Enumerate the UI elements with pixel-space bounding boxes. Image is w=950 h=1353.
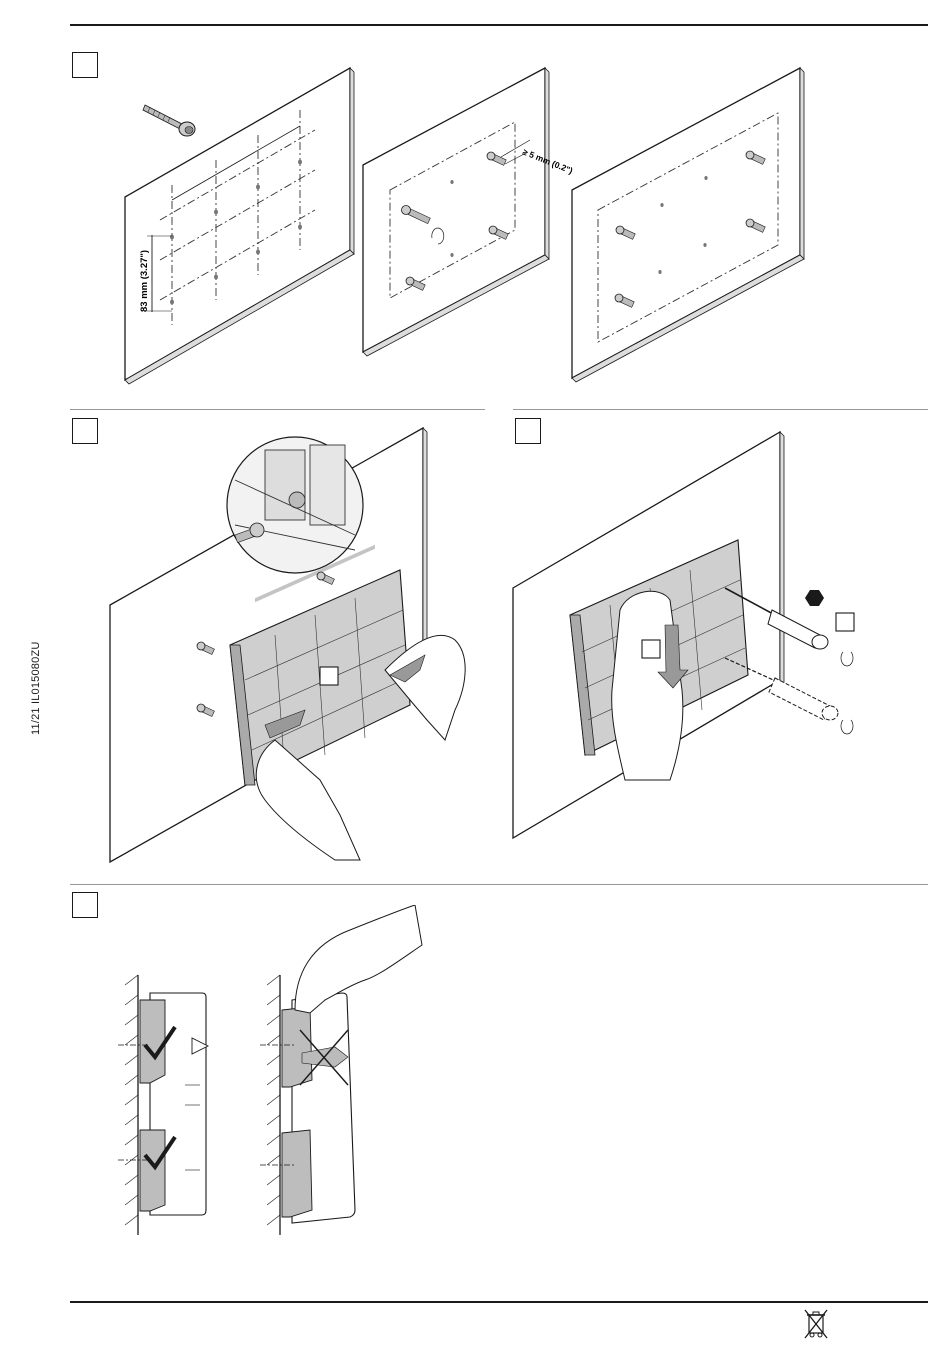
panel-screws-inserted: ≥ 5 mm (0.2") (363, 68, 574, 356)
divider-right-middle (513, 409, 928, 410)
hand-icon-lifting (295, 905, 422, 1013)
detail-magnifier (227, 437, 363, 573)
rotate-arrow-icon (841, 652, 853, 666)
step2-sub-box (320, 667, 338, 685)
step-box-4 (72, 892, 98, 918)
step-box-1 (72, 52, 98, 78)
step3-sub-box-tool (836, 613, 854, 631)
side-view-incorrect (260, 905, 422, 1235)
divider-left-middle (70, 409, 485, 410)
bottom-rule (70, 1301, 928, 1303)
panel-drilling-template: 83 mm (3.27") (125, 68, 354, 384)
document-code: 11/21 IL015080ZU (30, 641, 42, 735)
hexagon-tool-icon (805, 590, 824, 606)
rotate-arrow-icon-2 (841, 720, 853, 734)
divider-lower (70, 884, 928, 885)
step4-illustration (110, 905, 430, 1245)
side-view-correct (118, 975, 208, 1235)
step3-sub-box-hand (642, 640, 660, 658)
top-rule (70, 24, 928, 26)
step3-illustration (510, 420, 890, 840)
hole-spacing-label: 83 mm (3.27") (139, 250, 150, 312)
step2-illustration (105, 420, 485, 865)
panel-all-screws (572, 68, 804, 382)
weee-bin-icon (804, 1309, 828, 1339)
step1-illustration: 83 mm (3.27") (100, 60, 820, 390)
step-box-2 (72, 418, 98, 444)
screw-icon (143, 105, 195, 136)
